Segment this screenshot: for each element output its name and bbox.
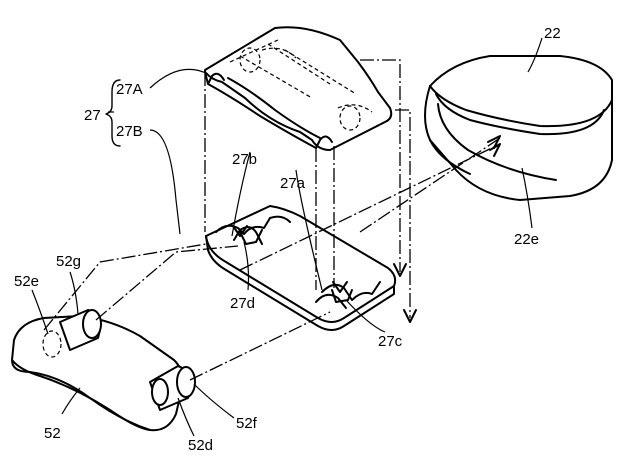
label-27d: 27d <box>230 295 255 312</box>
label-22e: 22e <box>514 231 539 248</box>
part-22 <box>425 56 612 200</box>
label-52: 52 <box>44 425 61 442</box>
label-52g: 52g <box>56 253 81 270</box>
part-27A <box>205 27 391 150</box>
label-22: 22 <box>544 25 561 42</box>
label-27b: 27b <box>232 151 257 168</box>
label-27a: 27a <box>280 175 306 192</box>
label-27c: 27c <box>378 333 403 350</box>
label-52d: 52d <box>188 437 213 454</box>
label-52f: 52f <box>236 415 258 432</box>
label-27B: 27B <box>116 123 143 140</box>
label-52e: 52e <box>14 273 39 290</box>
label-27: 27 <box>84 107 101 124</box>
part-52 <box>12 310 195 430</box>
label-27A: 27A <box>116 81 143 98</box>
